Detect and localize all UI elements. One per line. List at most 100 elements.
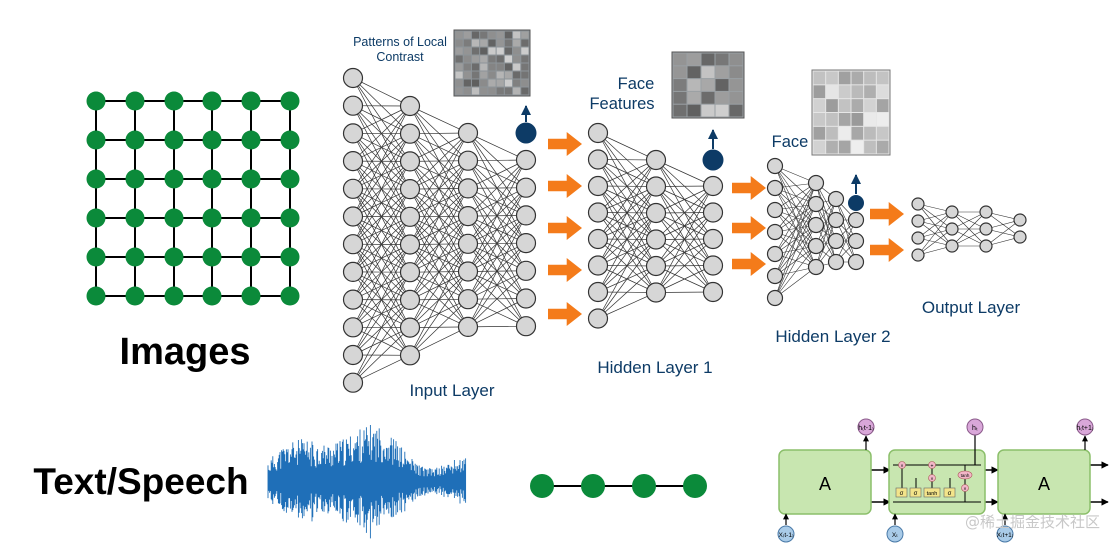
neuron [457, 289, 479, 310]
grid-node [280, 169, 300, 189]
neuron [1013, 230, 1027, 244]
layer-arrows [548, 132, 904, 326]
lstm-cell-3 [997, 449, 1091, 515]
grid-node [125, 130, 145, 150]
neuron [945, 222, 959, 236]
grid-node [125, 91, 145, 111]
grid-node [241, 91, 261, 111]
grid-node [202, 286, 222, 306]
grid-node [125, 286, 145, 306]
neuron [945, 239, 959, 253]
grid-node [280, 247, 300, 267]
grid-node [164, 286, 184, 306]
neuron [342, 234, 364, 255]
neuron [827, 232, 845, 250]
grid-node [125, 208, 145, 228]
neuron [702, 281, 724, 303]
grid-node [241, 286, 261, 306]
chain-node [683, 474, 707, 498]
neuron [342, 206, 364, 227]
neuron [911, 248, 925, 262]
grid-node [202, 91, 222, 111]
grid-node [86, 247, 106, 267]
watermark: @稀土掘金技术社区 [965, 513, 1100, 531]
neuron [399, 317, 421, 338]
neuron [399, 234, 421, 255]
neuron [766, 201, 784, 219]
neuron [457, 316, 479, 337]
speech-waveform [267, 425, 467, 539]
layer-arrow [870, 238, 904, 262]
hidden-state-current-label: hₜ [972, 425, 978, 432]
neuron [587, 281, 609, 303]
grid-node [280, 91, 300, 111]
neuron [807, 216, 825, 234]
neuron [766, 179, 784, 197]
sequence-chain [530, 474, 707, 498]
neuron [515, 177, 537, 198]
neuron [645, 282, 667, 303]
face-features-label-line2: Features [589, 95, 654, 113]
neuron [457, 178, 479, 199]
op-tanh: tanh [961, 473, 970, 478]
neuron [515, 233, 537, 254]
text-speech-label: Text/Speech [33, 461, 248, 502]
grid-node [202, 130, 222, 150]
chain-node [581, 474, 605, 498]
neuron [827, 253, 845, 271]
neuron [645, 255, 667, 277]
neuron [457, 206, 479, 227]
neuron [399, 289, 421, 310]
layer-arrow [548, 302, 582, 326]
neuron [807, 258, 825, 276]
lstm-cell-1-label: A [819, 474, 831, 494]
neuron [342, 151, 364, 172]
output-layer-label: Output Layer [922, 298, 1021, 317]
neuron [587, 202, 609, 223]
neuron [827, 211, 845, 229]
neuron [645, 229, 667, 250]
lstm-chain: A σ σ tanh σ × + × [777, 418, 1109, 543]
neuron [807, 237, 825, 255]
input-next [996, 525, 1014, 543]
neuron [827, 190, 845, 208]
candidate-gate: tanh [927, 491, 938, 497]
layer-arrow [548, 174, 582, 198]
neuron [342, 317, 364, 338]
neuron [342, 261, 364, 282]
grid-node [280, 286, 300, 306]
neuron [457, 122, 479, 144]
layer-arrow [732, 252, 766, 276]
op-add: + [931, 464, 934, 470]
neuron [766, 223, 784, 241]
neuron [702, 228, 724, 250]
neuron [766, 289, 784, 307]
local-contrast-thumbnail [453, 29, 531, 97]
grid-node [280, 208, 300, 228]
input-next-label: X₍t+1₎ [997, 532, 1014, 539]
lstm-cell-3-label: A [1038, 474, 1050, 494]
hidden-state-prev [857, 418, 875, 436]
face-features-label-line1: Face [618, 75, 655, 93]
grid-node [125, 169, 145, 189]
hidden-layer-1-label: Hidden Layer 1 [597, 358, 712, 377]
hidden-state-prev-label: h₍t-1₎ [858, 425, 874, 432]
op-multiply-3: × [964, 487, 967, 493]
feature-neuron [702, 149, 724, 171]
neuron [587, 308, 609, 329]
grid-node [125, 247, 145, 267]
op-multiply-2: × [931, 477, 934, 483]
input-layer-label: Input Layer [409, 381, 494, 400]
grid-node [86, 130, 106, 150]
op-multiply-1: × [901, 464, 904, 470]
grid-node [202, 247, 222, 267]
output-gate: σ [948, 491, 952, 497]
neuron [399, 262, 421, 283]
neuron [979, 205, 993, 219]
neuron [342, 372, 364, 393]
neuron [807, 174, 825, 192]
neuron [702, 255, 724, 276]
neuron [587, 149, 609, 170]
neuron [587, 228, 609, 250]
